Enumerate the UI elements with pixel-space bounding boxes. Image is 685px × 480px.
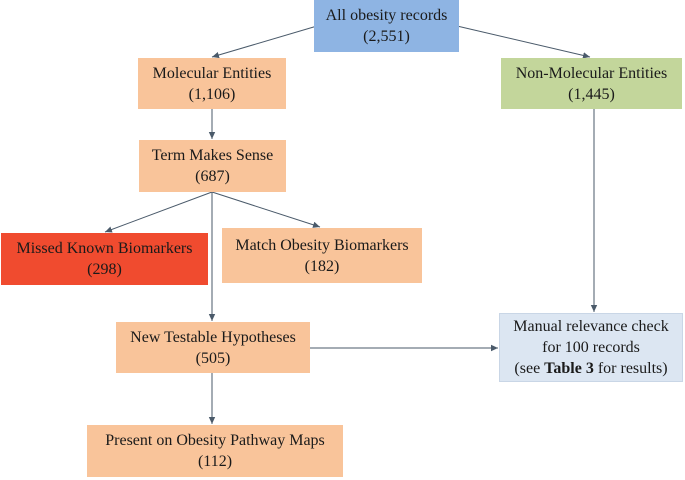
node-count: (1,106) (188, 85, 236, 103)
node-all-obesity-records: All obesity records (2,551) (314, 0, 459, 52)
node-non-molecular-entities: Non-Molecular Entities (1,445) (501, 58, 682, 109)
arrow-all-records-to-non-molecular (456, 25, 591, 59)
node-molecular-entities: Molecular Entities (1,106) (138, 58, 286, 109)
node-line-3-suffix: for results) (593, 360, 668, 377)
node-label: Non-Molecular Entities (515, 64, 668, 82)
node-label: New Testable Hypotheses (130, 328, 296, 346)
node-count: (112) (197, 453, 233, 470)
node-term-makes-sense: Term Makes Sense (687) (139, 140, 286, 192)
node-count: (1,445) (568, 85, 615, 103)
node-present-on-obesity-pathway-maps: Present on Obesity Pathway Maps (112) (87, 425, 343, 477)
node-count: (182) (304, 257, 340, 275)
node-missed-known-biomarkers: Missed Known Biomarkers (298) (1, 233, 208, 285)
node-line-1: Manual relevance check (513, 318, 669, 335)
node-count: (687) (195, 168, 230, 185)
node-label: Match Obesity Biomarkers (235, 236, 409, 254)
node-label: Molecular Entities (152, 64, 272, 82)
table-3-reference: Table 3 (544, 360, 594, 377)
arrow-term-sense-to-missed (104, 191, 213, 233)
arrow-all-records-to-molecular (211, 25, 318, 59)
node-line-2: for 100 records (542, 339, 640, 356)
node-new-testable-hypotheses: New Testable Hypotheses (505) (116, 322, 310, 373)
node-manual-relevance-check: Manual relevance check for 100 records (… (499, 313, 683, 382)
node-label: Present on Obesity Pathway Maps (105, 432, 325, 449)
arrow-term-sense-to-match (211, 191, 321, 228)
node-match-obesity-biomarkers: Match Obesity Biomarkers (182) (222, 228, 422, 283)
node-count: (505) (195, 349, 231, 367)
node-count: (2,551) (363, 28, 410, 45)
node-line-3-prefix: (see (514, 360, 545, 377)
node-label: All obesity records (325, 7, 448, 24)
node-label: Term Makes Sense (151, 147, 274, 164)
node-line-3: (see Table 3 for results) (514, 358, 667, 379)
node-label: Missed Known Biomarkers (16, 240, 193, 257)
node-count: (298) (87, 261, 122, 278)
